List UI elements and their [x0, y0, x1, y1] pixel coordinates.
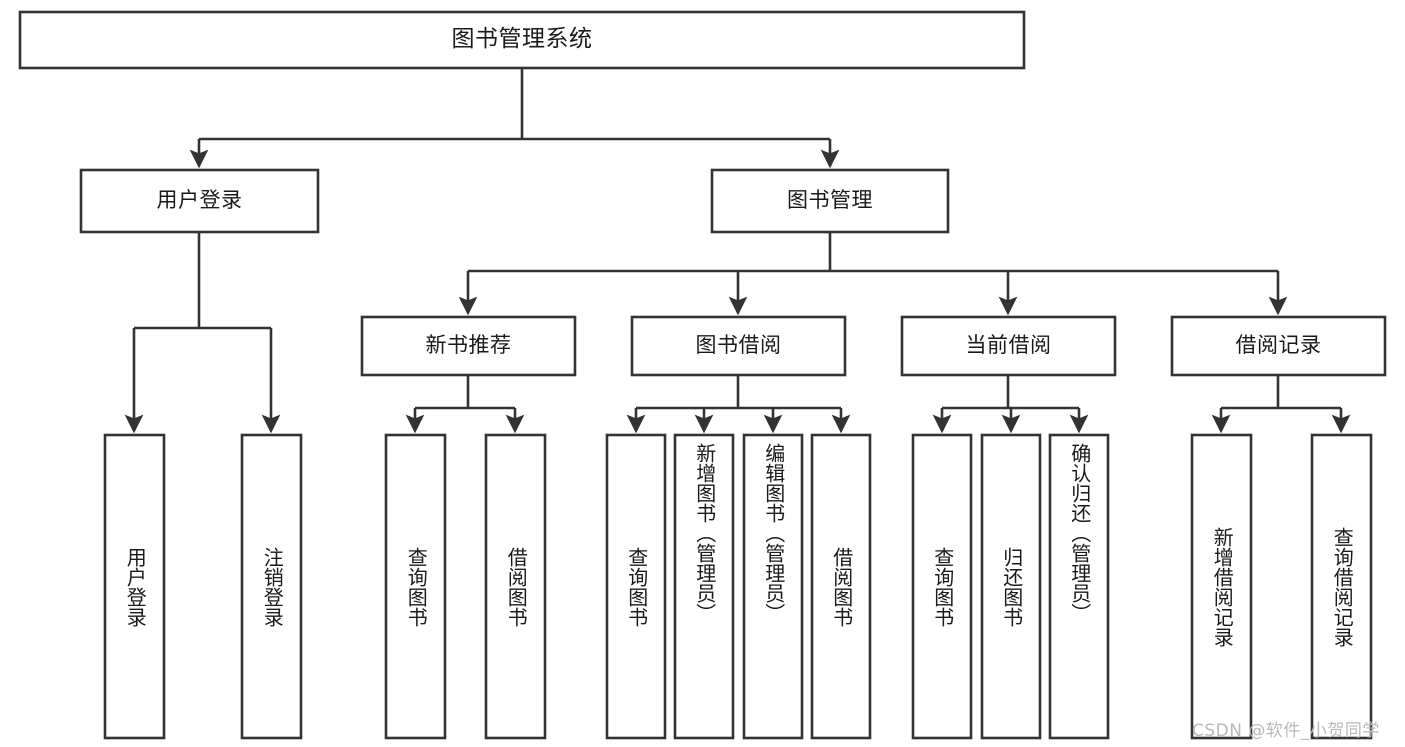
node-box-leaf-query-book-3[interactable] [911, 433, 973, 740]
node-box-leaf-add-record[interactable] [1190, 433, 1253, 740]
node-box-leaf-confirm-return[interactable] [1048, 433, 1110, 740]
node-box-leaf-borrow-book-1[interactable] [484, 433, 547, 740]
node-box-leaf-logout[interactable] [240, 433, 303, 740]
node-box-root[interactable] [18, 10, 1026, 70]
node-box-leaf-user-login[interactable] [103, 433, 166, 740]
node-box-leaf-query-book-2[interactable] [605, 433, 667, 740]
node-box-leaf-return-book[interactable] [980, 433, 1042, 740]
node-box-new-book-recommend[interactable] [360, 315, 577, 377]
node-box-leaf-borrow-book-2[interactable] [810, 433, 872, 740]
node-boxes-layer [18, 10, 1387, 740]
node-box-leaf-edit-book[interactable] [742, 433, 804, 740]
node-box-current-borrow[interactable] [900, 315, 1117, 377]
watermark-label: CSDN @软件_小贺同学 [1192, 721, 1380, 741]
connectors-layer [124, 68, 1351, 434]
node-box-user-login[interactable] [79, 168, 320, 234]
node-box-leaf-query-book-1[interactable] [384, 433, 447, 740]
node-box-borrow-record[interactable] [1170, 315, 1387, 377]
node-box-book-management[interactable] [710, 168, 950, 234]
node-box-book-borrow[interactable] [630, 315, 847, 377]
node-box-leaf-add-book[interactable] [673, 433, 735, 740]
node-box-leaf-query-record[interactable] [1310, 433, 1373, 740]
